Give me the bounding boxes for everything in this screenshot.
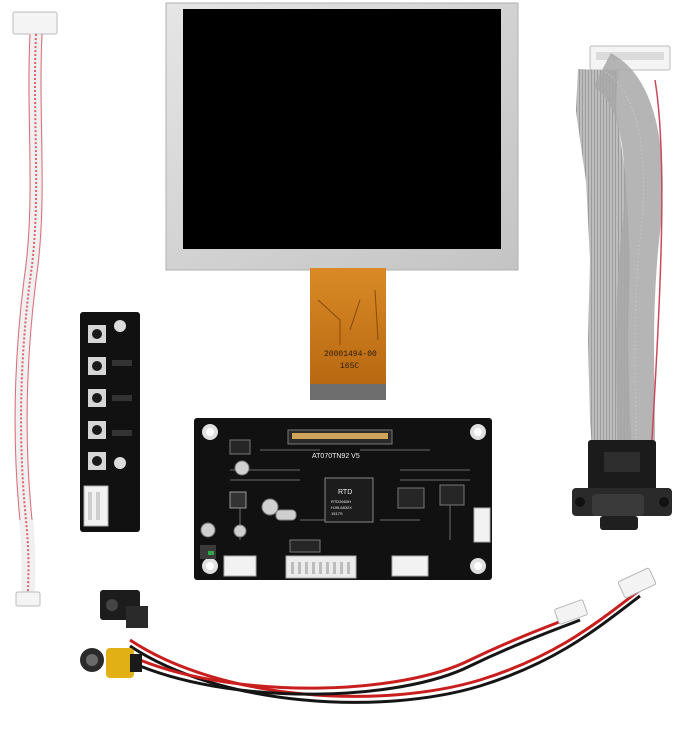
driver-bottom-connector-right	[391, 555, 429, 577]
main-chip: RTD RTD2660H HJ9L6832X 1517S	[324, 477, 374, 523]
lcd-screen	[183, 9, 501, 249]
keypad-button-3[interactable]	[88, 389, 106, 407]
chip-line-2: HJ9L6832X	[331, 505, 352, 510]
keypad-buttons	[88, 325, 106, 470]
driver-bottom-connector-left	[223, 555, 257, 577]
driver-side-connector	[473, 507, 491, 543]
fpc-code-label: 20001494-00	[324, 350, 377, 359]
rca-connector	[80, 648, 142, 678]
keypad-button-5[interactable]	[88, 452, 106, 470]
chip-brand: RTD	[338, 489, 352, 496]
power-connector-right	[617, 567, 657, 599]
lcd-panel: 20001494-00 165C	[165, 2, 519, 400]
keypad-cable	[12, 11, 58, 607]
capacitors	[200, 460, 279, 538]
power-connector-mid	[554, 599, 588, 625]
dc-jack	[100, 590, 148, 628]
keypad-board	[80, 312, 140, 532]
chip-line-3: 1517S	[331, 511, 343, 516]
board-model-label: AT070TN92 V5	[312, 453, 360, 460]
vga-connector	[572, 440, 672, 530]
lcd-fpc-cable: 20001494-00 165C	[310, 268, 386, 400]
vga-cable	[572, 45, 672, 530]
keypad-button-2[interactable]	[88, 357, 106, 375]
keypad-button-4[interactable]	[88, 421, 106, 439]
fpc-sub-label: 165C	[340, 362, 359, 371]
power-av-harness	[80, 567, 657, 704]
chip-line-1: RTD2660H	[331, 499, 351, 504]
keypad-button-1[interactable]	[88, 325, 106, 343]
driver-board: RTD RTD2660H HJ9L6832X 1517S AT070TN92 V…	[194, 418, 492, 580]
